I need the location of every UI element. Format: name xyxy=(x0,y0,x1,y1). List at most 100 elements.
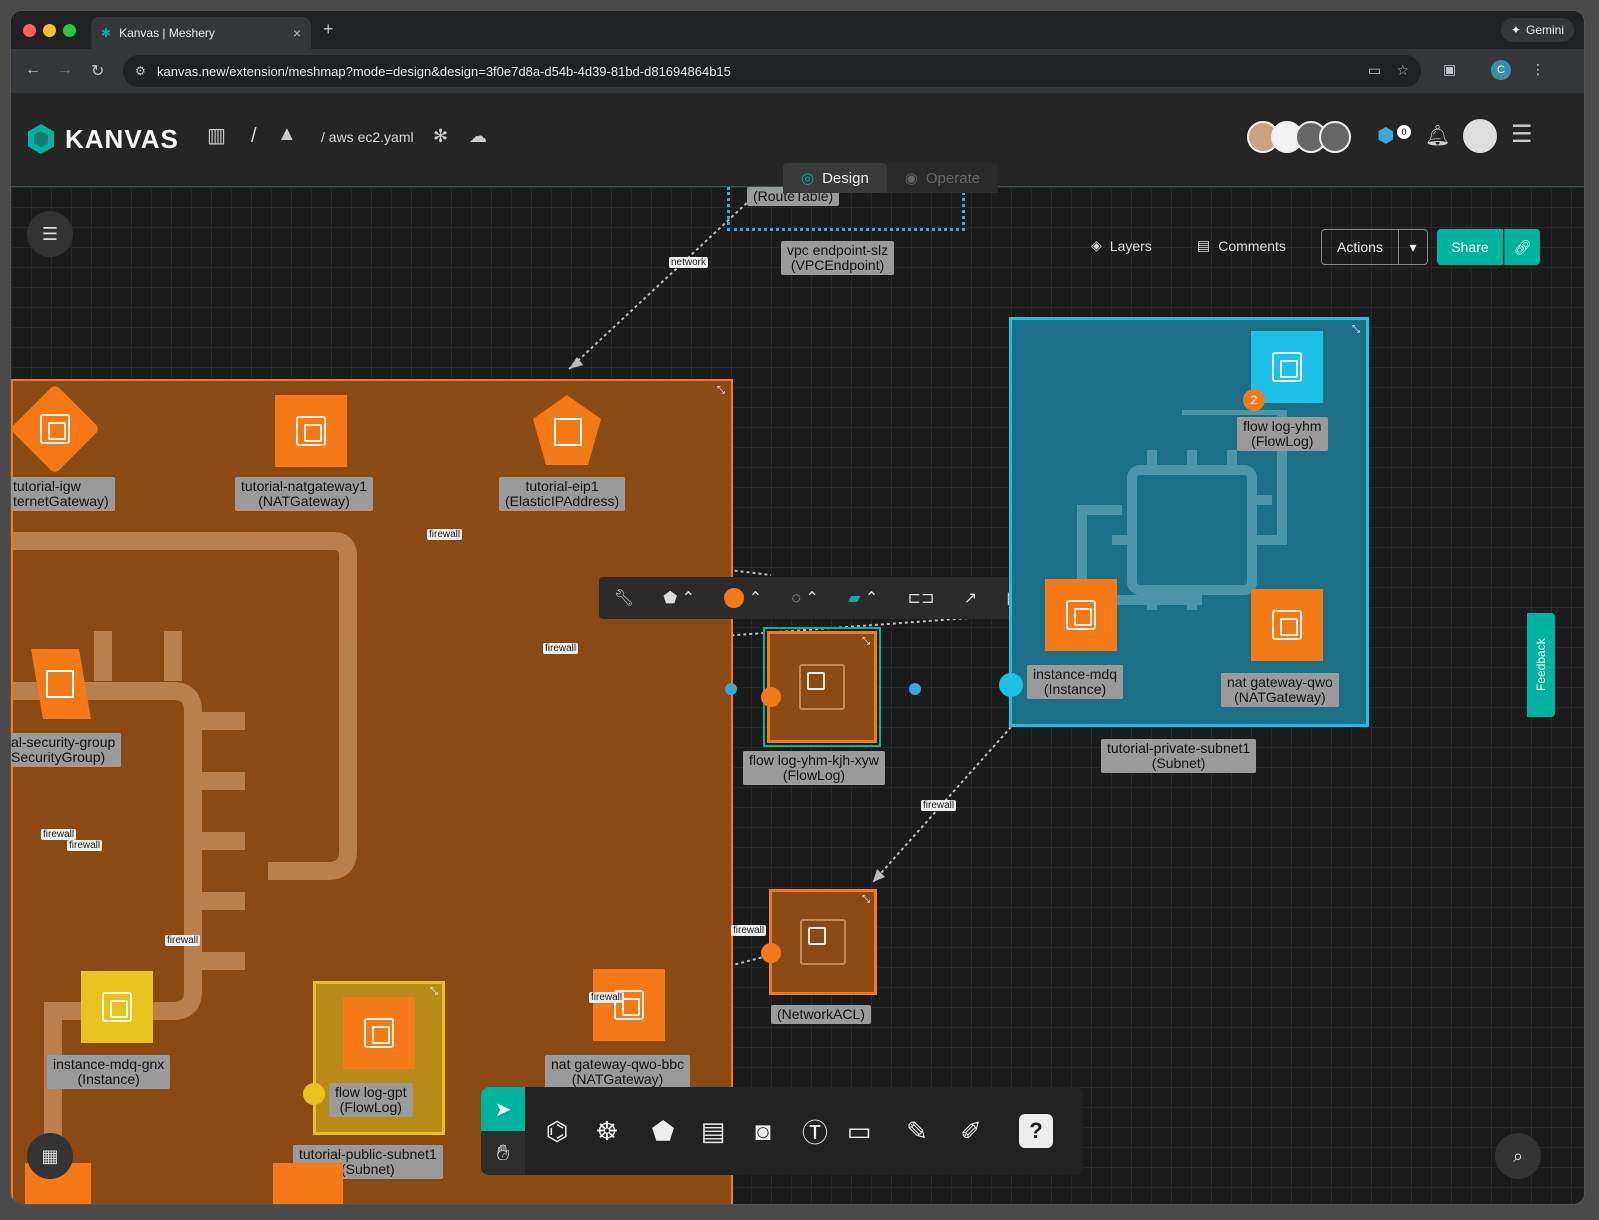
chip-icon xyxy=(102,992,132,1022)
eip1-node[interactable] xyxy=(531,393,603,467)
selection-box xyxy=(763,627,881,747)
workspace-icon[interactable]: ▲ xyxy=(277,123,297,145)
feedback-tab[interactable]: Feedback xyxy=(1527,613,1555,717)
browser-tab[interactable]: ✱ Kanvas | Meshery × xyxy=(91,17,311,49)
gemini-button[interactable]: ✦ Gemini xyxy=(1500,18,1574,42)
comments-label: Comments xyxy=(1218,237,1286,254)
wrench-icon[interactable]: 🔧︎ xyxy=(613,590,634,607)
routetable-node[interactable] xyxy=(727,187,965,231)
pan-hand-icon[interactable]: ✋︎ xyxy=(496,1140,510,1165)
chip-icon xyxy=(614,990,644,1020)
flowlog-gpt-node[interactable] xyxy=(343,997,415,1069)
forward-icon[interactable]: → xyxy=(57,61,73,78)
expand-icon[interactable]: ⤡ xyxy=(862,894,870,905)
section-tool-icon[interactable]: ▭ xyxy=(846,1115,872,1146)
new-tab-button[interactable]: + xyxy=(323,19,334,39)
shape-icon[interactable]: ⬟ ⌃ xyxy=(663,590,696,607)
background-color-icon[interactable]: ▰ ⌃ xyxy=(848,590,879,607)
vpc-endpoint-label: vpc endpoint-slz (VPCEndpoint) xyxy=(781,241,895,275)
tab-operate[interactable]: ◉ Operate xyxy=(886,163,999,193)
layers-button[interactable]: ◈ Layers xyxy=(1091,237,1152,254)
security-group-node[interactable] xyxy=(19,647,91,721)
maximize-window-button[interactable] xyxy=(63,24,76,37)
fill-color-button[interactable]: ⌃ xyxy=(724,588,762,609)
profile-avatar[interactable]: C xyxy=(1491,60,1511,80)
clipboard-icon[interactable]: ▭ xyxy=(1367,62,1381,78)
site-settings-icon[interactable]: ⚙ xyxy=(135,64,146,78)
design-canvas[interactable]: (RouteTable) vpc endpoint-slz (VPCEndpoi… xyxy=(11,187,1584,1204)
model-icon[interactable]: ✻ xyxy=(433,126,449,146)
networkacl-node[interactable]: ⤡ xyxy=(769,889,877,995)
expand-icon[interactable]: ⤡ xyxy=(862,636,870,647)
instance-gnx-node[interactable] xyxy=(81,971,153,1043)
text-label-icon[interactable]: ⊏⊐ xyxy=(907,590,935,607)
select-pointer-icon[interactable]: ➤ xyxy=(481,1087,525,1131)
bell-icon[interactable]: 🔔︎ xyxy=(1425,125,1451,147)
connection-handle[interactable] xyxy=(761,687,781,707)
zoom-search-icon[interactable]: ⌕ xyxy=(1495,1133,1541,1179)
tab-close-icon[interactable]: × xyxy=(292,25,301,41)
close-window-button[interactable] xyxy=(23,24,36,37)
edge-firewall-secgroup[interactable] xyxy=(90,614,1012,683)
connection-handle[interactable] xyxy=(303,1083,325,1105)
actions-dropdown-icon[interactable]: ▾ xyxy=(1398,229,1428,265)
private-subnet-label: tutorial-private-subnet1 (Subnet) xyxy=(1101,739,1257,773)
components-icon[interactable]: ⌬ xyxy=(545,1115,569,1146)
breadcrumb-file[interactable]: / aws ec2.yaml xyxy=(321,129,414,145)
side-panel-icon[interactable]: ▣ xyxy=(1443,61,1457,77)
flowlog-kjh-node[interactable]: ⤡ xyxy=(767,631,877,743)
image-tool-icon[interactable]: ◙ xyxy=(755,1115,771,1146)
copy-link-icon[interactable]: 🔗︎ xyxy=(1504,229,1540,265)
open-external-icon[interactable]: ↗ xyxy=(963,590,978,607)
reload-icon[interactable]: ↻ xyxy=(91,63,105,80)
bookmark-star-icon[interactable]: ☆ xyxy=(1396,62,1409,78)
chip-icon xyxy=(364,1018,394,1048)
back-icon[interactable]: ← xyxy=(25,61,41,78)
meshery-notifications-icon[interactable]: ⬢ xyxy=(1377,125,1395,147)
more-menu-icon[interactable]: ⋮ xyxy=(1531,61,1545,77)
comment-count-badge[interactable]: 2 xyxy=(1243,389,1265,411)
canvas-menu-button[interactable]: ☰ xyxy=(27,211,73,257)
text-tool-icon[interactable]: Ⓣ xyxy=(801,1117,828,1148)
collaborator-avatars[interactable] xyxy=(1247,121,1351,153)
chip-icon xyxy=(800,919,846,965)
resize-handle[interactable] xyxy=(909,683,921,695)
natgw-qwo-node[interactable] xyxy=(1251,589,1323,661)
highlighter-tool-icon[interactable]: ✐ xyxy=(960,1115,982,1146)
hamburger-menu-icon[interactable]: ☰ xyxy=(1511,121,1533,148)
edge-network[interactable] xyxy=(568,198,752,370)
share-button[interactable]: Share xyxy=(1437,229,1503,265)
expand-icon[interactable]: ⤡ xyxy=(1352,324,1360,335)
resize-handle[interactable] xyxy=(725,683,737,695)
chip-icon xyxy=(296,416,326,446)
connection-handle[interactable] xyxy=(999,673,1023,697)
minimize-window-button[interactable] xyxy=(43,24,56,37)
user-avatar[interactable] xyxy=(1463,119,1497,153)
kanvas-logo[interactable]: KANVAS xyxy=(25,123,179,155)
cloud-sync-icon[interactable]: ☁ xyxy=(469,126,487,146)
gemini-label: Gemini xyxy=(1525,23,1564,37)
expand-icon[interactable]: ⤡ xyxy=(430,986,438,997)
instance-mdq-node[interactable] xyxy=(1045,579,1117,651)
shapes-icon[interactable]: ⬟ xyxy=(651,1115,675,1146)
flowlog-yhm-node[interactable] xyxy=(1251,331,1323,403)
actions-button[interactable]: Actions xyxy=(1321,229,1399,265)
tab-design[interactable]: ◎ Design xyxy=(783,163,887,193)
expand-icon[interactable]: ⤡ xyxy=(717,385,725,396)
avatar[interactable] xyxy=(1319,121,1351,153)
address-bar[interactable]: ⚙ kanvas.new/extension/meshmap?mode=desi… xyxy=(123,55,1421,87)
comment-tool-icon[interactable]: ▤ xyxy=(700,1115,726,1146)
kubernetes-icon[interactable]: ☸ xyxy=(595,1115,619,1146)
natgateway1-node[interactable] xyxy=(275,395,347,467)
comments-button[interactable]: ▤ Comments xyxy=(1197,237,1286,254)
help-icon[interactable]: ? xyxy=(1019,1114,1053,1148)
border-style-icon[interactable]: ◌ ⌃ xyxy=(791,590,819,607)
partial-node[interactable] xyxy=(273,1163,343,1204)
app-grid-button[interactable]: ▦ xyxy=(27,1133,73,1179)
connection-handle[interactable] xyxy=(761,943,781,963)
organization-icon[interactable]: ▥ xyxy=(207,125,226,147)
pen-tool-icon[interactable]: ✎ xyxy=(906,1115,928,1146)
operate-mode-icon: ◉ xyxy=(904,170,918,187)
natgw-bbc-node[interactable] xyxy=(593,969,665,1041)
security-group-name: al-security-group xyxy=(11,734,116,750)
